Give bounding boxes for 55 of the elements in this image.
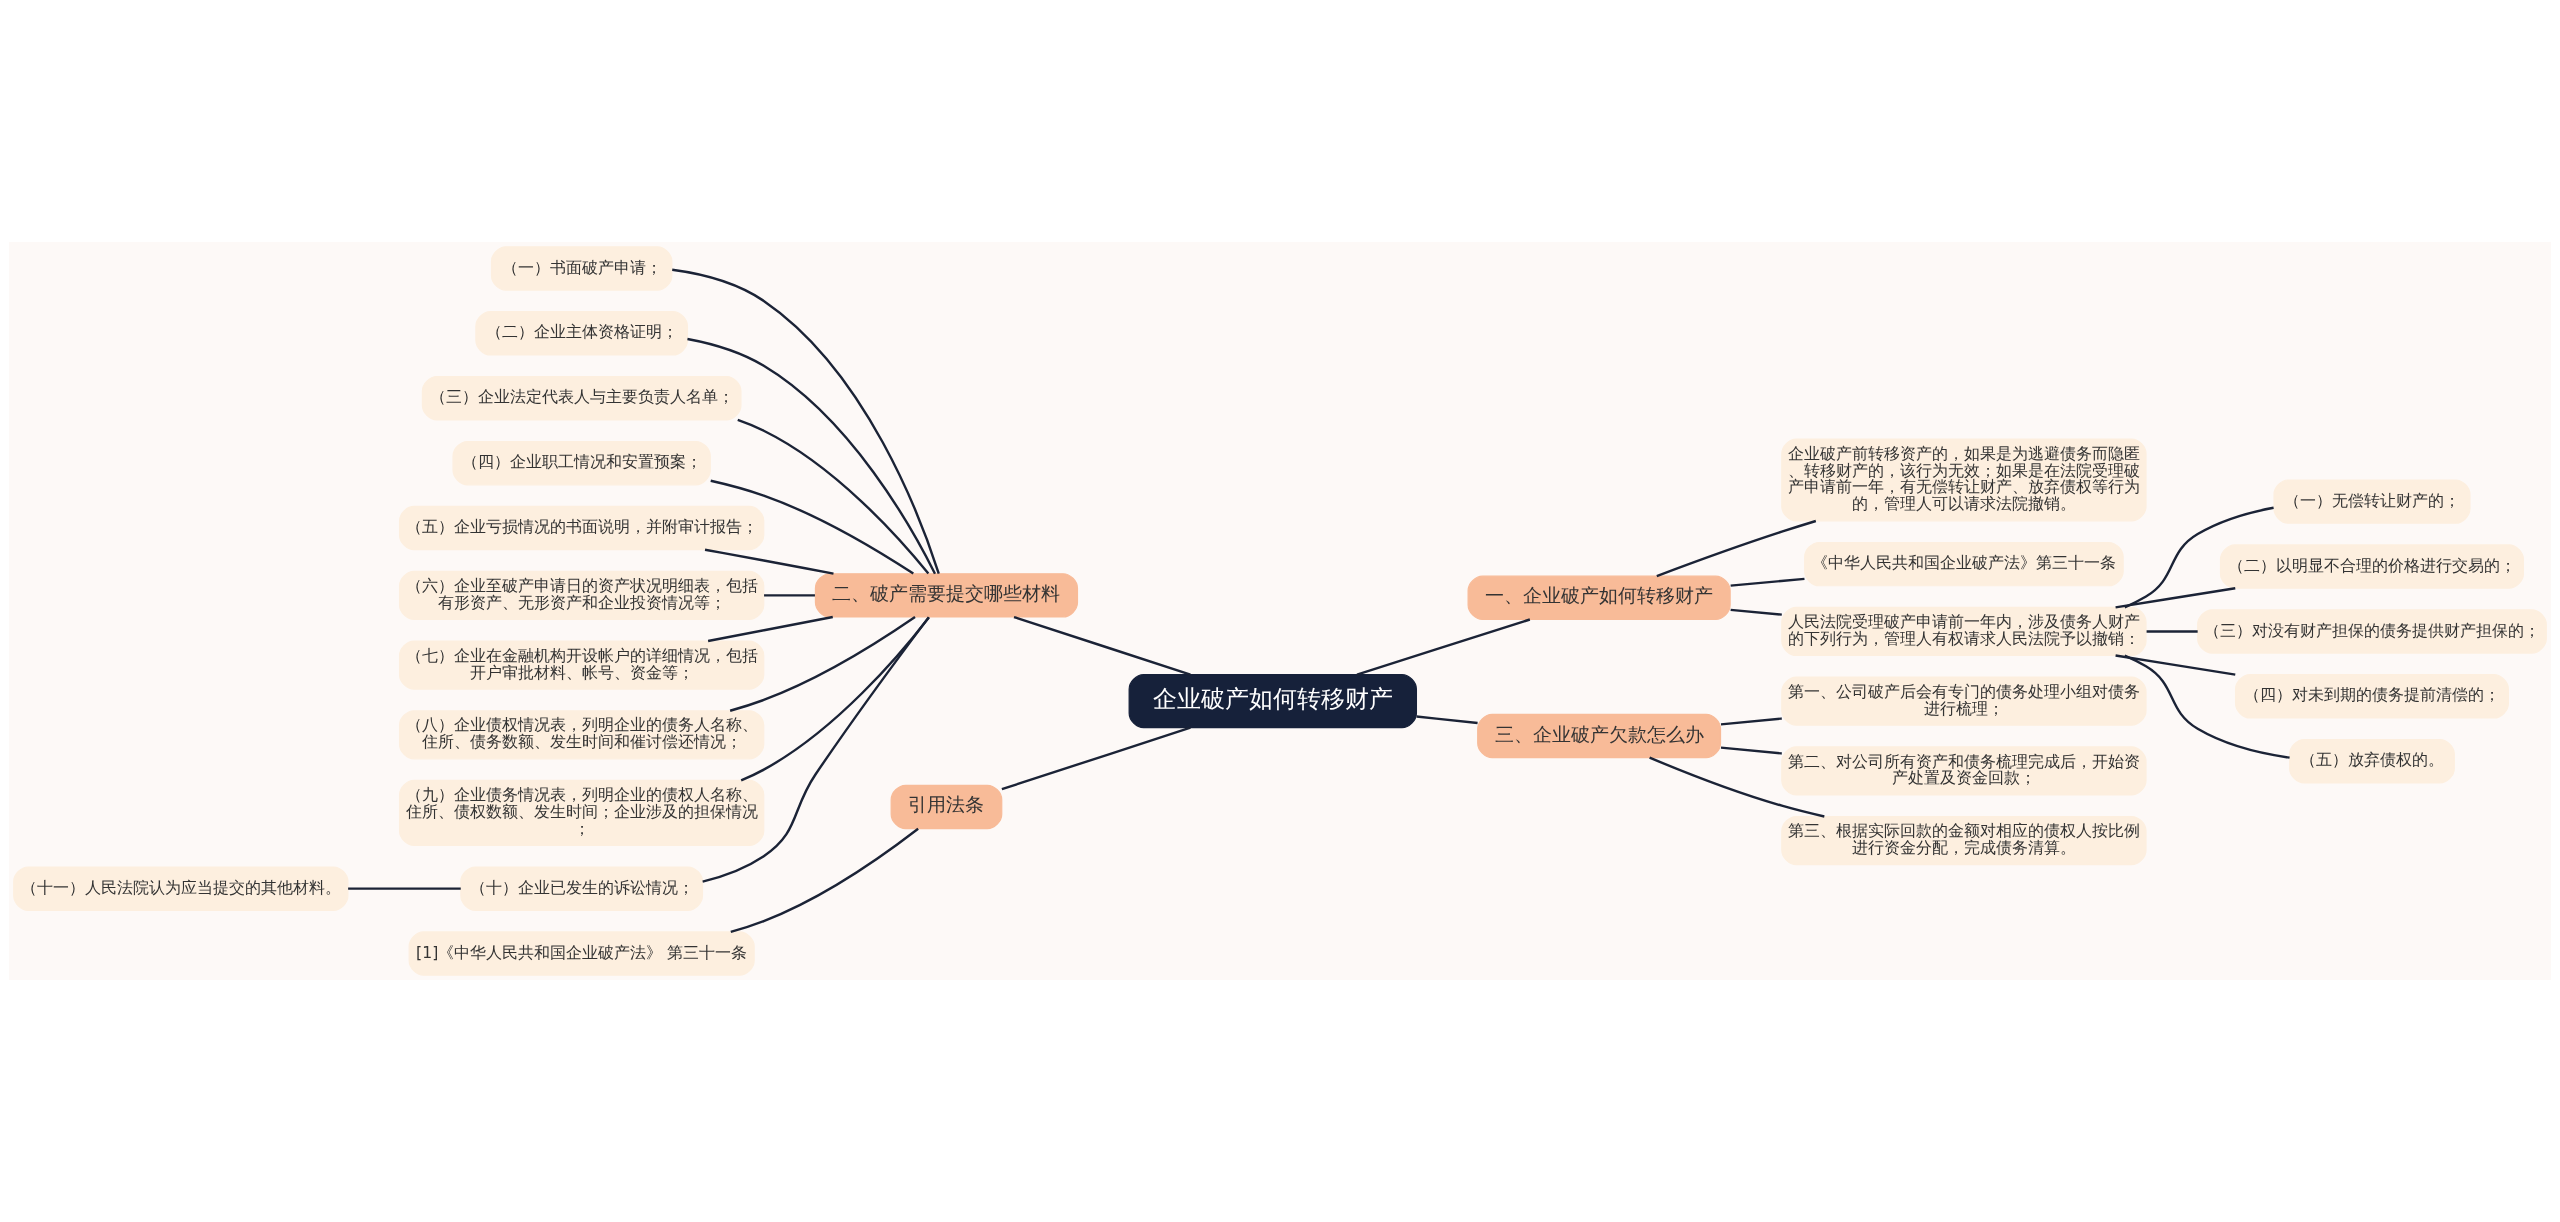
connector: [2115, 654, 2236, 676]
node-box: （四）企业职工情况和安置预案；: [452, 440, 711, 486]
node-box: （五）放弃债权的。: [2289, 739, 2455, 784]
node-box: （五）企业亏损情况的书面说明，并附审计报告；: [398, 505, 765, 551]
connector: [710, 479, 914, 575]
node-box: （十一）人民法院认为应当提交的其他材料。: [13, 866, 349, 911]
node-box: 引用法条: [890, 784, 1003, 830]
connector: [1730, 608, 1782, 616]
connector: [1720, 717, 1782, 726]
node-box: （二）以明显不合理的价格进行交易的；: [2219, 544, 2524, 589]
node-box: （六）企业至破产申请日的资产状况明细表，包括有形资产、无形资产和企业投资情况等；: [398, 570, 765, 620]
node-box: 三、企业破产欠款怎么办: [1477, 713, 1722, 759]
connector: [1649, 756, 1825, 818]
connector: [672, 268, 940, 574]
node-box: （十）企业已发生的诉讼情况；: [460, 866, 704, 911]
connector: [764, 594, 815, 597]
node-box: 第二、对公司所有资产和债务梳理完成后，开始资产处置及资金回款；: [1781, 746, 2147, 796]
node-box: 一、企业破产如何转移财产: [1467, 575, 1731, 620]
connector: [737, 418, 930, 575]
node-box: 人民法院受理破产申请前一年内，涉及债务人财产的下列行为，管理人有权请求人民法院予以撤销：: [1781, 606, 2147, 657]
connector: [687, 337, 937, 575]
connector: [1720, 746, 1782, 755]
connector: [2146, 630, 2198, 633]
connector: [729, 616, 916, 712]
connector: [707, 615, 833, 643]
node-box: （三）企业法定代表人与主要负责人名单；: [421, 376, 742, 421]
connector: [1001, 726, 1191, 791]
node-box: （一）书面破产申请；: [490, 246, 673, 291]
connector: [2124, 506, 2274, 609]
node-box: （八）企业债权情况表，列明企业的债务人名称、住所、债务数额、发生时间和催讨偿还情况；: [398, 710, 765, 760]
node-box: 企业破产如何转移财产: [1128, 674, 1417, 729]
node-box: （九）企业债务情况表，列明企业的债权人名称、住所、债权数额、发生时间；企业涉及的担保情况；: [398, 779, 765, 846]
node-box: 二、破产需要提交哪些材料: [814, 573, 1079, 618]
connector: [1730, 577, 1805, 587]
node-box: （二）企业主体资格证明；: [475, 311, 689, 356]
node-box: （七）企业在金融机构开设帐户的详细情况，包括开户审批材料、帐号、资金等；: [398, 640, 765, 690]
connector: [2115, 587, 2236, 609]
connector: [1416, 715, 1478, 725]
connector: [704, 548, 834, 575]
connector: [702, 616, 930, 883]
connector: [1356, 618, 1531, 676]
node-box: [1]《中华人民共和国企业破产法》 第三十一条: [408, 931, 755, 976]
connector: [1656, 519, 1817, 578]
node-box: （三）对没有财产担保的债务提供财产担保的；: [2197, 609, 2547, 654]
node-box: 第三、根据实际回款的金额对相应的债权人按比例进行资金分配，完成债务清算。: [1781, 815, 2147, 866]
node-box: （四）对未到期的债务提前清偿的；: [2234, 674, 2509, 719]
node-box: 《中华人民共和国企业破产法》第三十一条: [1804, 541, 2124, 587]
connector: [730, 827, 919, 934]
connector: [1013, 615, 1191, 676]
node-box: 第一、公司破产后会有专门的债务处理小组对债务进行梳理；: [1781, 676, 2147, 726]
node-box: 企业破产前转移资产的，如果是为逃避债务而隐匿、转移财产的，该行为无效；如果是在法院受理破产申请前一年，有无偿转让财产、放弃债权等行为的，管理人可以请求法院撤销。: [1781, 438, 2147, 522]
connector: [740, 616, 930, 782]
connector: [348, 887, 461, 890]
node-box: （一）无偿转让财产的；: [2273, 479, 2471, 524]
connector: [2124, 654, 2290, 759]
